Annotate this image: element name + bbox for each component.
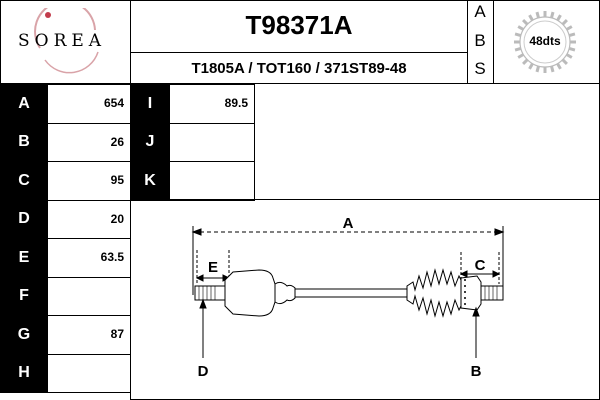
part-number: T98371A	[245, 10, 353, 40]
abs-letter-s: S	[474, 59, 486, 78]
abs-letter-b: B	[474, 31, 486, 50]
drive-shaft-diagram: A E C D B	[191, 215, 505, 380]
brand-logo-text: SOREA	[18, 31, 107, 51]
dimension-value: 87	[110, 327, 124, 341]
teeth-badge: 48dts	[529, 34, 561, 48]
dimension-letter: K	[130, 161, 170, 201]
abs-letter-a: A	[474, 2, 486, 21]
gear-icon	[514, 11, 576, 73]
brand-logo-mark	[34, 8, 99, 74]
diagram-label-d: D	[198, 363, 209, 380]
dimension-letter: G	[0, 315, 48, 355]
dimension-value: 654	[103, 96, 124, 110]
dimension-value: 95	[110, 173, 124, 187]
diagram-label-e: E	[208, 259, 218, 276]
diagram-label-a: A	[343, 215, 354, 232]
dimension-letter: C	[0, 161, 48, 201]
empty-panel	[254, 83, 600, 200]
diagram-label-c: C	[475, 257, 486, 274]
dimension-letter: I	[130, 84, 170, 124]
references: T1805A / TOT160 / 371ST89-48	[191, 60, 407, 77]
dimension-value: 26	[110, 134, 124, 149]
dimension-value: 89.5	[224, 96, 248, 110]
diagram-label-b: B	[471, 363, 482, 380]
dimension-value: 63.5	[100, 250, 124, 264]
dimension-value: 20	[110, 211, 124, 226]
dimension-letter: D	[0, 199, 48, 239]
dimension-letter: J	[130, 122, 170, 162]
dimension-letter: B	[0, 122, 48, 162]
dimension-letter: E	[0, 238, 48, 278]
dimension-letter: F	[0, 276, 48, 316]
dimension-letter: H	[0, 353, 48, 393]
dimension-letter: A	[0, 84, 48, 124]
